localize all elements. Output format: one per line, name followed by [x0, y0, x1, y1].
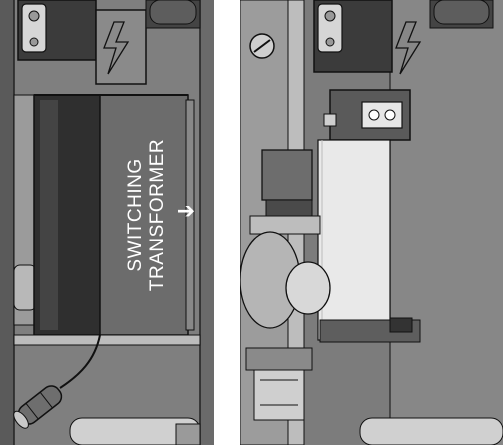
right-rail	[200, 0, 214, 445]
transformer-label-line1: SWITCHING	[125, 158, 146, 271]
valve-stack	[240, 149, 331, 421]
left-panel: SWITCHING TRANSFORMER	[0, 0, 214, 445]
lead-wire	[59, 334, 101, 389]
base-plate	[13, 334, 201, 346]
bottom-fitting-right	[359, 417, 503, 445]
transition-arrow-icon: ➔	[176, 199, 196, 224]
terminal-connector	[323, 89, 411, 141]
left-rail	[0, 0, 14, 445]
right-illustration	[240, 0, 503, 445]
top-connector-block-right	[313, 0, 494, 75]
switching-transformer: SWITCHING TRANSFORMER	[33, 94, 195, 336]
left-illustration: SWITCHING TRANSFORMER	[0, 0, 214, 445]
transformer-label-line2: TRANSFORMER	[147, 139, 168, 291]
high-voltage-icon	[103, 21, 130, 75]
top-connector-block	[17, 0, 201, 85]
wire-connector	[13, 385, 63, 429]
right-panel	[240, 0, 503, 445]
empty-mounting-bay	[317, 139, 391, 341]
high-voltage-icon-right	[395, 21, 422, 75]
